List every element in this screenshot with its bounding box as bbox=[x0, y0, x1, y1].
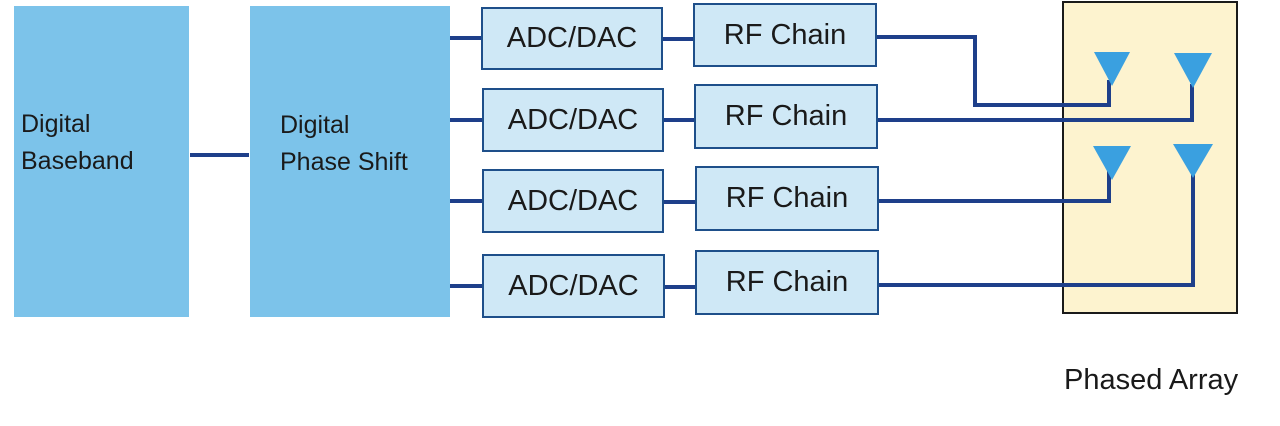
rf-to-antenna-line-1 bbox=[876, 35, 1111, 107]
digital-phase-shift-label-line1: Digital bbox=[280, 111, 350, 139]
rf-to-antenna-line-3 bbox=[878, 171, 1111, 203]
rf-chain-box: RF Chain bbox=[693, 3, 877, 67]
antenna-icon bbox=[1173, 144, 1213, 178]
antenna-icon bbox=[1094, 52, 1130, 86]
adc-dac-box: ADC/DAC bbox=[482, 88, 664, 152]
adc-dac-box: ADC/DAC bbox=[482, 169, 664, 233]
adc-dac-box: ADC/DAC bbox=[481, 7, 663, 70]
rf-to-antenna-line-2 bbox=[877, 84, 1194, 122]
rf-to-antenna-line-4 bbox=[878, 171, 1195, 287]
digital-baseband-label-line1: Digital bbox=[21, 110, 91, 138]
digital-baseband-block: Digital Baseband bbox=[14, 6, 189, 317]
digital-baseband-label-line2: Baseband bbox=[21, 147, 134, 175]
antenna-icon bbox=[1174, 53, 1212, 88]
phased-array-label: Phased Array bbox=[1064, 364, 1239, 396]
rf-chain-box: RF Chain bbox=[695, 166, 879, 231]
antenna-icon bbox=[1093, 146, 1131, 180]
rf-chain-box: RF Chain bbox=[694, 84, 878, 149]
adc-dac-box: ADC/DAC bbox=[482, 254, 665, 318]
rf-chain-box: RF Chain bbox=[695, 250, 879, 315]
digital-phase-shift-block: Digital Phase Shift bbox=[250, 6, 450, 317]
digital-phase-shift-label-line2: Phase Shift bbox=[280, 148, 408, 176]
